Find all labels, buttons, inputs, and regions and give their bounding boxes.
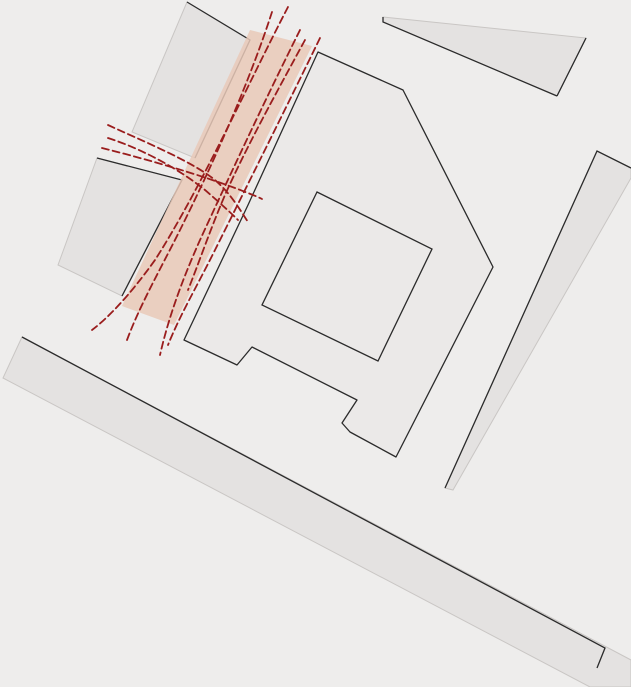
desire-line — [107, 124, 249, 223]
desire-lines — [91, 6, 321, 356]
top-right-block — [382, 16, 587, 97]
desire-line — [159, 29, 301, 356]
right-strip-block — [444, 150, 631, 491]
desire-line — [107, 137, 239, 221]
desire-line — [187, 39, 306, 291]
desire-line — [126, 11, 273, 341]
desire-line — [101, 147, 263, 200]
desire-line — [91, 6, 289, 331]
central-courtyard — [261, 191, 433, 362]
bottom-strip-block — [2, 336, 631, 687]
